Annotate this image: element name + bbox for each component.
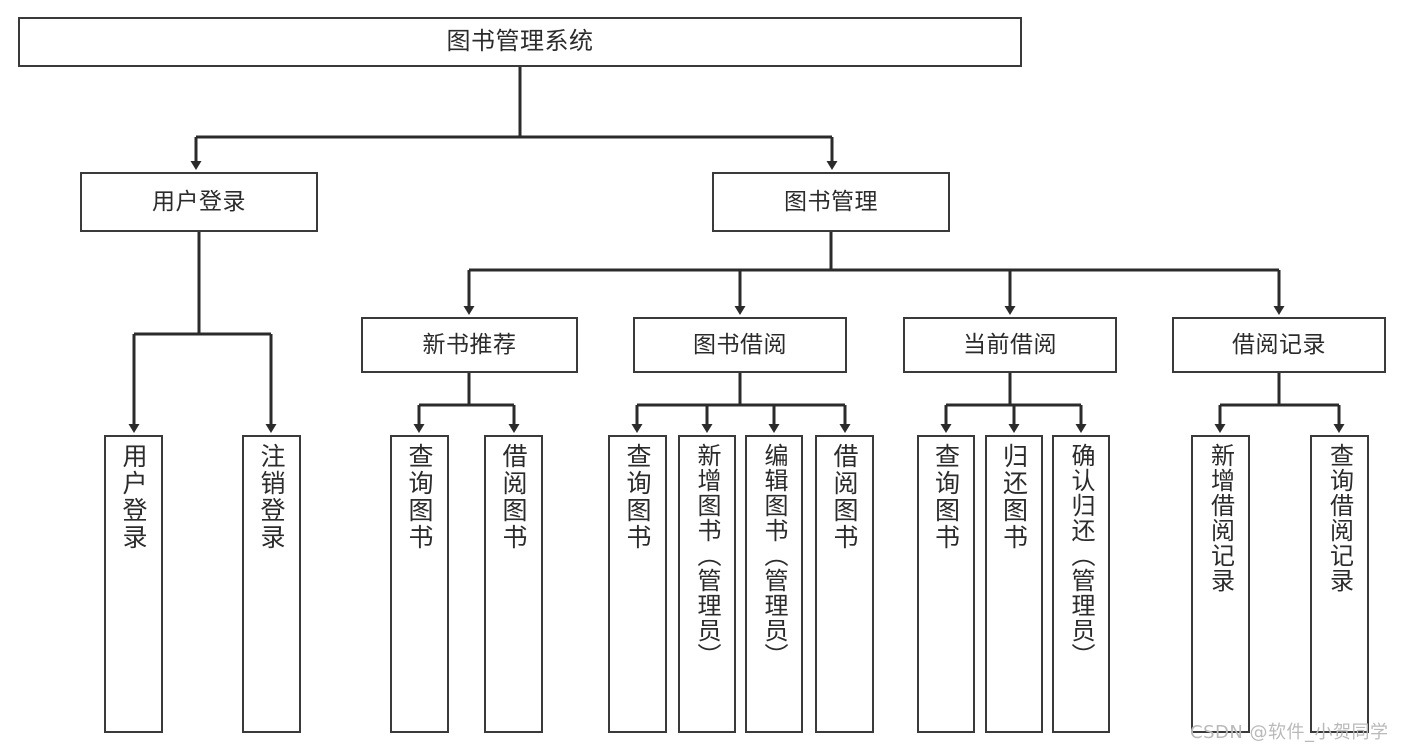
node-new-book-recommend-label: 新书推荐 <box>422 331 517 358</box>
node-leaf-query-book-current[interactable]: 查询图书 <box>917 435 975 733</box>
node-leaf-edit-book-label: 编辑图书（管理员） <box>760 443 788 668</box>
node-leaf-query-book-borrow[interactable]: 查询图书 <box>608 435 667 733</box>
node-book-borrow[interactable]: 图书借阅 <box>633 317 847 373</box>
node-leaf-logout[interactable]: 注销登录 <box>242 435 301 733</box>
node-leaf-borrow-book-label: 借阅图书 <box>830 443 859 551</box>
node-borrow-record[interactable]: 借阅记录 <box>1172 317 1386 373</box>
node-leaf-query-book-recommend-label: 查询图书 <box>405 443 434 551</box>
node-leaf-query-book-borrow-label: 查询图书 <box>623 443 652 551</box>
node-leaf-query-borrow-record[interactable]: 查询借阅记录 <box>1310 435 1369 733</box>
node-book-manage-label: 图书管理 <box>784 188 878 215</box>
node-leaf-add-book-label: 新增图书（管理员） <box>693 443 721 668</box>
node-leaf-user-login[interactable]: 用户登录 <box>104 435 163 733</box>
node-leaf-add-book[interactable]: 新增图书（管理员） <box>678 435 736 733</box>
node-borrow-record-label: 借阅记录 <box>1232 331 1326 358</box>
node-leaf-return-book[interactable]: 归还图书 <box>985 435 1043 733</box>
node-leaf-user-login-label: 用户登录 <box>119 443 148 551</box>
node-current-borrow[interactable]: 当前借阅 <box>903 317 1117 373</box>
node-leaf-confirm-return[interactable]: 确认归还（管理员） <box>1052 435 1110 733</box>
node-new-book-recommend[interactable]: 新书推荐 <box>361 317 578 373</box>
node-leaf-query-book-recommend[interactable]: 查询图书 <box>390 435 449 733</box>
node-current-borrow-label: 当前借阅 <box>963 331 1057 358</box>
node-root-label: 图书管理系统 <box>446 27 594 56</box>
node-leaf-add-borrow-record-label: 新增借阅记录 <box>1206 443 1235 593</box>
node-leaf-logout-label: 注销登录 <box>257 443 286 551</box>
node-leaf-borrow-book-recommend-label: 借阅图书 <box>499 443 528 551</box>
node-root[interactable]: 图书管理系统 <box>18 17 1022 67</box>
node-book-borrow-label: 图书借阅 <box>693 331 787 358</box>
node-leaf-query-book-current-label: 查询图书 <box>931 443 961 551</box>
node-user-login-label: 用户登录 <box>152 188 246 215</box>
node-leaf-edit-book[interactable]: 编辑图书（管理员） <box>745 435 803 733</box>
node-user-login[interactable]: 用户登录 <box>80 172 318 232</box>
node-leaf-borrow-book[interactable]: 借阅图书 <box>815 435 874 733</box>
node-leaf-return-book-label: 归还图书 <box>999 443 1029 551</box>
node-leaf-query-borrow-record-label: 查询借阅记录 <box>1325 443 1354 593</box>
node-leaf-confirm-return-label: 确认归还（管理员） <box>1067 443 1095 668</box>
node-leaf-borrow-book-recommend[interactable]: 借阅图书 <box>484 435 543 733</box>
node-book-manage[interactable]: 图书管理 <box>712 172 950 232</box>
node-leaf-add-borrow-record[interactable]: 新增借阅记录 <box>1191 435 1250 733</box>
